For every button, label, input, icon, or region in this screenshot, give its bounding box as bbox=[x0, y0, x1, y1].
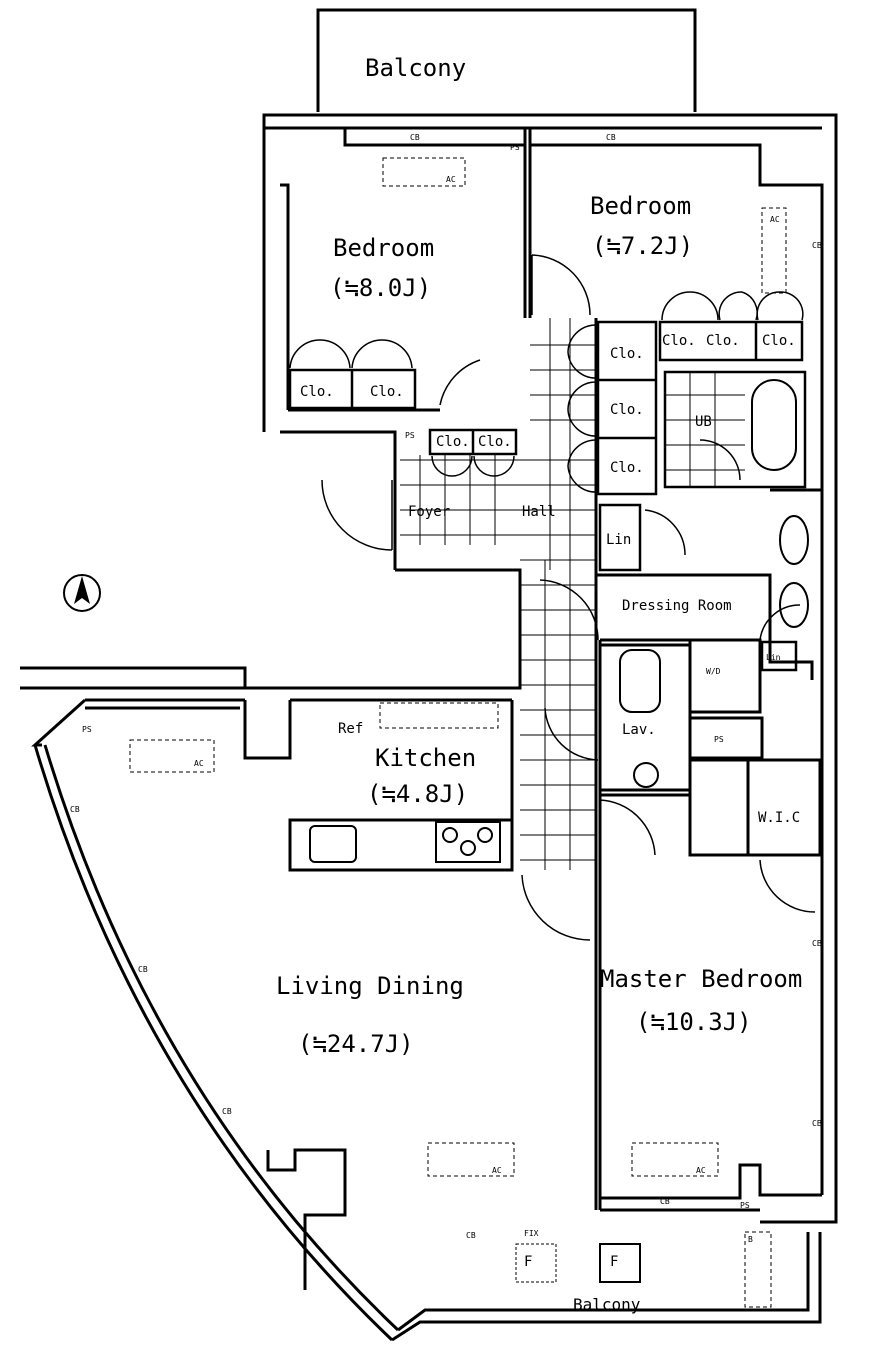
label-clo-4: Clo. bbox=[478, 434, 512, 450]
hall-tiles bbox=[400, 318, 745, 870]
label-ps-2: PS bbox=[405, 431, 415, 440]
label-ub: UB bbox=[695, 414, 712, 430]
label-wd: W/D bbox=[706, 667, 721, 676]
sink-icon bbox=[779, 515, 809, 565]
label-lin-closet: Lin bbox=[606, 532, 631, 548]
label-cb-8: CB bbox=[812, 1119, 822, 1128]
label-cb-3: CB bbox=[812, 241, 822, 250]
closets bbox=[288, 320, 807, 672]
label-ac-4: AC bbox=[696, 1166, 706, 1175]
stove-burner-icon bbox=[460, 840, 476, 856]
room-label-balcony-bottom: Balcony bbox=[573, 1295, 641, 1314]
doors bbox=[289, 254, 816, 941]
stove-burner-icon bbox=[477, 827, 493, 843]
label-ref: Ref bbox=[338, 721, 363, 737]
label-f-1: F bbox=[524, 1254, 532, 1270]
label-clo-9: Clo. bbox=[706, 333, 740, 349]
walls bbox=[20, 8, 838, 1342]
label-f-2: F bbox=[610, 1254, 618, 1270]
room-label-living-dining-size: (≒24.7J) bbox=[298, 1030, 414, 1058]
small-labels: Foyer Hall Dressing Room Lav. W/D W.I.C … bbox=[70, 133, 822, 1270]
label-lin-dressing: Lin bbox=[766, 653, 781, 662]
room-label-master-bedroom: Master Bedroom bbox=[600, 965, 802, 993]
label-cb-10: CB bbox=[660, 1197, 670, 1206]
label-ac-1: AC bbox=[446, 175, 456, 184]
label-cb-6: CB bbox=[222, 1107, 232, 1116]
label-ps-5: PS bbox=[740, 1201, 750, 1210]
kitchen-sink-icon bbox=[309, 825, 357, 863]
label-clo-7: Clo. bbox=[610, 460, 644, 476]
ac-units bbox=[129, 157, 787, 1308]
label-wic: W.I.C bbox=[758, 810, 800, 826]
room-labels: Balcony Bedroom (≒8.0J) Bedroom (≒7.2J) … bbox=[276, 54, 802, 1314]
room-label-living-dining: Living Dining bbox=[276, 972, 464, 1000]
label-cb-1: CB bbox=[410, 133, 420, 142]
label-cb-7: CB bbox=[812, 939, 822, 948]
room-label-kitchen-size: (≒4.8J) bbox=[367, 780, 468, 808]
label-clo-3: Clo. bbox=[436, 434, 470, 450]
label-ps-4: PS bbox=[714, 735, 724, 744]
label-fix: FIX bbox=[524, 1229, 539, 1238]
toilet-icon bbox=[619, 649, 661, 713]
balcony-fixtures bbox=[515, 1243, 641, 1283]
fixtures bbox=[309, 379, 809, 863]
label-clo-1: Clo. bbox=[300, 384, 334, 400]
room-label-bedroom-right-size: (≒7.2J) bbox=[592, 232, 693, 260]
stove-burner-icon bbox=[442, 827, 458, 843]
label-foyer: Foyer bbox=[408, 504, 450, 520]
label-ac-3: AC bbox=[492, 1166, 502, 1175]
room-label-kitchen: Kitchen bbox=[375, 744, 476, 772]
room-label-bedroom-right: Bedroom bbox=[590, 192, 691, 220]
label-clo-5: Clo. bbox=[610, 346, 644, 362]
room-label-bedroom-left: Bedroom bbox=[333, 234, 434, 262]
label-clo-10: Clo. bbox=[762, 333, 796, 349]
room-label-master-bedroom-size: (≒10.3J) bbox=[636, 1008, 752, 1036]
label-cb-5: CB bbox=[138, 965, 148, 974]
label-lav: Lav. bbox=[622, 722, 656, 738]
label-clo-2: Clo. bbox=[370, 384, 404, 400]
room-label-balcony-top: Balcony bbox=[365, 54, 466, 82]
label-ac-2: AC bbox=[194, 759, 204, 768]
label-ac-5: AC bbox=[770, 215, 780, 224]
label-cb-4: CB bbox=[70, 805, 80, 814]
label-ps-1: PS bbox=[510, 143, 520, 152]
label-ps-3: PS bbox=[82, 725, 92, 734]
label-dressing-room: Dressing Room bbox=[622, 598, 732, 614]
north-arrow-icon bbox=[63, 574, 101, 612]
bathtub-icon bbox=[751, 379, 797, 471]
label-clo-6: Clo. bbox=[610, 402, 644, 418]
label-b: B bbox=[748, 1235, 753, 1244]
label-clo-8: Clo. bbox=[662, 333, 696, 349]
room-label-bedroom-left-size: (≒8.0J) bbox=[330, 274, 431, 302]
label-hall: Hall bbox=[522, 504, 556, 520]
label-cb-2: CB bbox=[606, 133, 616, 142]
sink-icon bbox=[779, 582, 809, 628]
label-cb-9: CB bbox=[466, 1231, 476, 1240]
